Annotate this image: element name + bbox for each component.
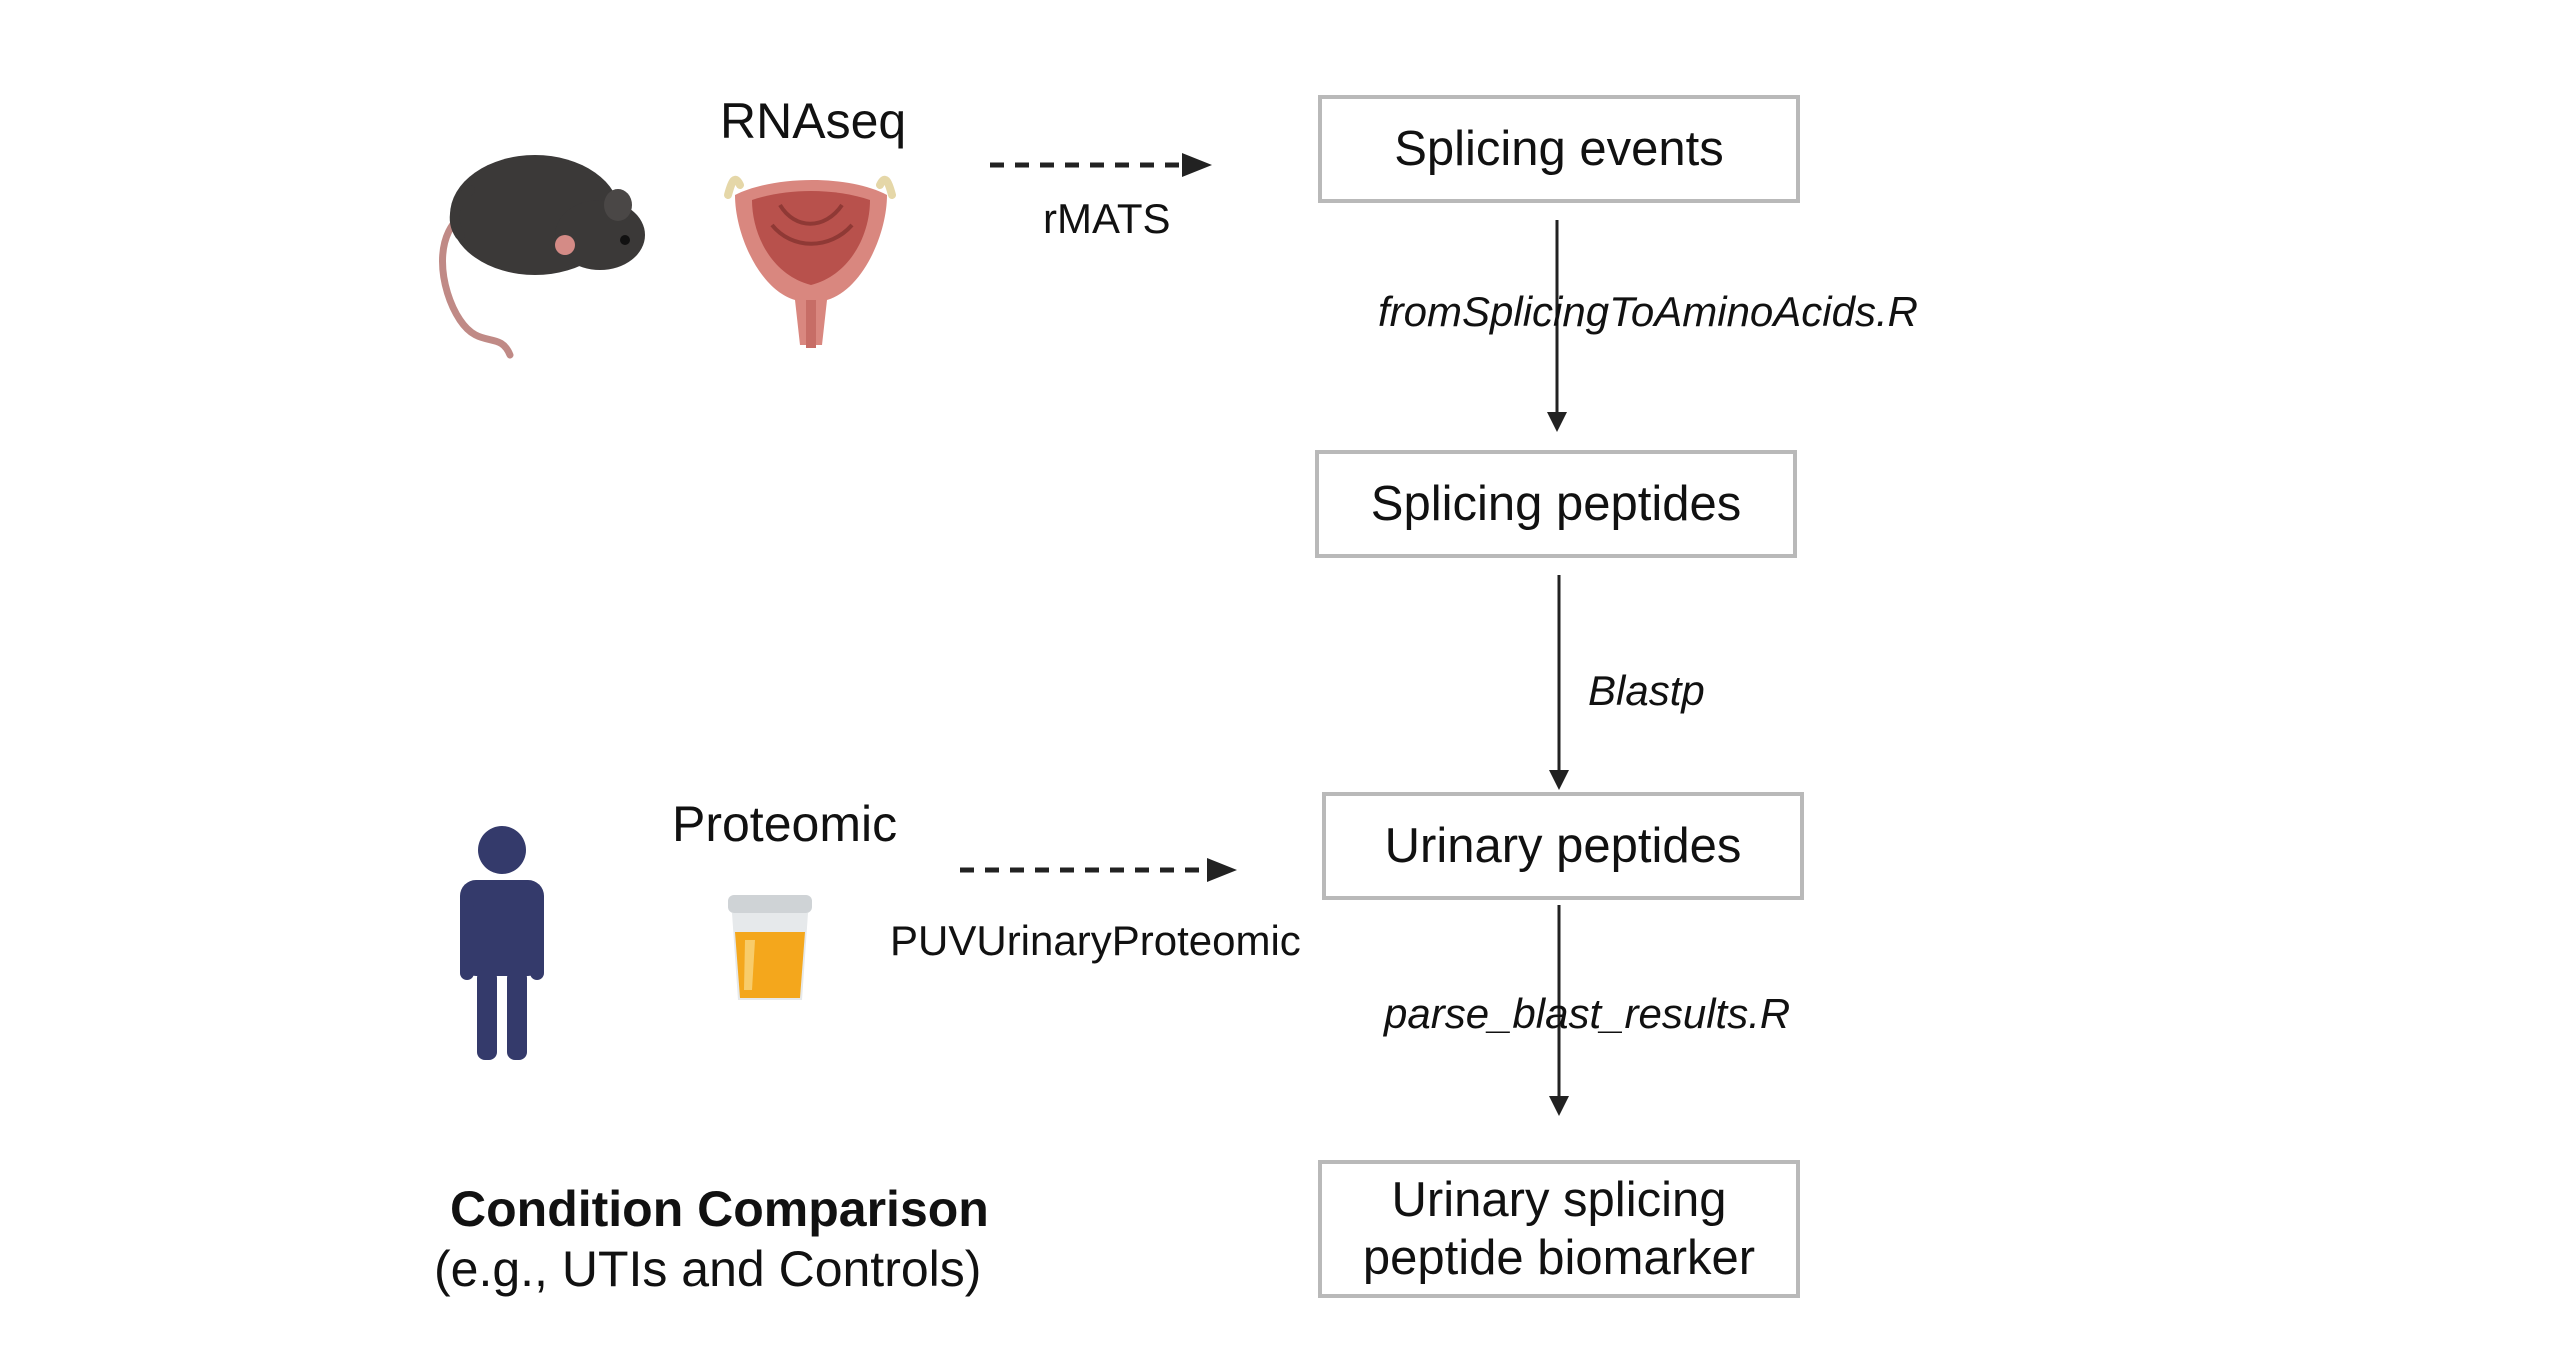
- proteomic-label: Proteomic: [672, 796, 898, 852]
- person-icon: [460, 826, 544, 1060]
- arrowhead-1: [1547, 412, 1567, 432]
- urinary-peptides-box: Urinary peptides: [1322, 792, 1804, 900]
- splicing-events-box: Splicing events: [1318, 95, 1800, 203]
- urinary-peptides-text: Urinary peptides: [1384, 819, 1742, 873]
- biomarker-text-line2: peptide biomarker: [1362, 1231, 1756, 1285]
- splicing-events-text: Splicing events: [1394, 122, 1724, 176]
- rnaseq-label: RNAseq: [720, 93, 907, 149]
- step-blastp-label: Blastp: [1588, 667, 1705, 714]
- condition-subtitle: (e.g., UTIs and Controls): [434, 1241, 982, 1297]
- splicing-peptides-text: Splicing peptides: [1370, 477, 1742, 531]
- urine-cup-icon: [728, 895, 812, 1000]
- biomarker-box: Urinary splicing peptide biomarker: [1318, 1160, 1800, 1298]
- condition-title: Condition Comparison: [450, 1181, 989, 1237]
- bladder-icon: [724, 175, 896, 348]
- biomarker-text-line1: Urinary splicing: [1391, 1173, 1727, 1227]
- arrowhead-3: [1549, 1096, 1569, 1116]
- splicing-peptides-box: Splicing peptides: [1315, 450, 1797, 558]
- step-parse-blast-label: parse_blast_results.R: [1384, 990, 1791, 1037]
- puv-urinary-proteomic-label: PUVUrinaryProteomic: [890, 917, 1301, 964]
- step-from-splicing-label: fromSplicingToAminoAcids.R: [1378, 288, 1918, 335]
- mouse-icon: [439, 155, 645, 359]
- arrowhead-2: [1549, 770, 1569, 790]
- rmats-label: rMATS: [1043, 195, 1171, 242]
